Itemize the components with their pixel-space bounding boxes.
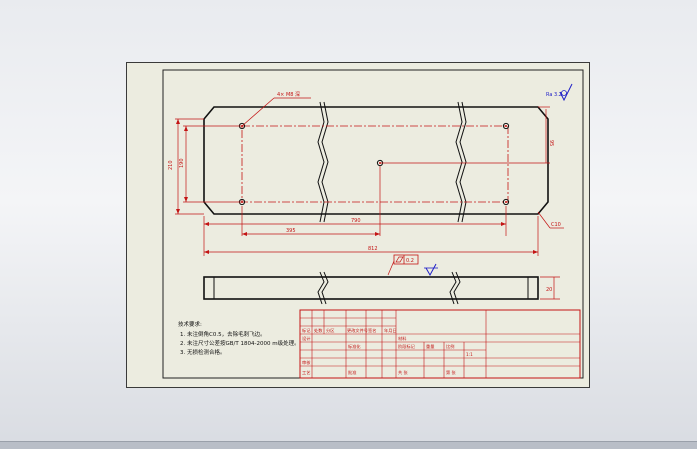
dim-inner-height: 95 bbox=[548, 140, 554, 146]
side-break-right bbox=[449, 271, 457, 305]
dimension-texts: 4× M8 深 210 190 95 395 790 812 C10 bbox=[168, 91, 561, 252]
dimension-lines bbox=[175, 97, 564, 276]
technical-requirements: 技术要求: 1. 未注倒角C0.5，去除毛刺飞边。 2. 未注尺寸公差按GB/T… bbox=[178, 320, 300, 356]
tb-weight: 重量 bbox=[426, 343, 434, 350]
hole-note: 4× M8 深 bbox=[277, 91, 300, 98]
thickness-dimension bbox=[540, 276, 560, 300]
tb-zone: 分区 bbox=[326, 327, 334, 334]
hole bbox=[502, 198, 510, 206]
tech-req-item: 2. 未注尺寸公差按GB/T 1804-2000 m级处理。 bbox=[180, 339, 300, 347]
dim-hole-height: 190 bbox=[179, 158, 185, 168]
tb-scale: 比例 bbox=[446, 343, 454, 350]
side-break-right-2 bbox=[453, 271, 461, 305]
tb-sheet-total: 共 张 bbox=[398, 369, 409, 376]
side-break-left-2 bbox=[321, 271, 329, 305]
tech-req-title: 技术要求: bbox=[178, 320, 202, 328]
flatness-tolerance-frame: 0.2 bbox=[393, 254, 419, 265]
svg-text:Ra 3.2: Ra 3.2 bbox=[546, 92, 562, 98]
tb-sheet-no: 第 张 bbox=[446, 369, 457, 376]
tb-stage-mark: 阶段标记 bbox=[398, 343, 416, 350]
hole bbox=[502, 122, 510, 130]
tb-sign: 签名 bbox=[368, 327, 376, 334]
side-view-outline bbox=[203, 276, 539, 300]
plate-outline bbox=[203, 106, 549, 215]
dim-hole-span: 790 bbox=[351, 218, 361, 224]
dim-chamfer: C10 bbox=[551, 222, 561, 228]
tb-date: 年月日 bbox=[384, 327, 397, 334]
tb-approve: 批准 bbox=[348, 369, 356, 376]
tb-check: 审核 bbox=[302, 359, 311, 366]
svg-text:0.2: 0.2 bbox=[406, 258, 414, 264]
status-bar bbox=[0, 441, 697, 449]
tb-mark: 标记 bbox=[302, 327, 311, 334]
dim-height: 210 bbox=[168, 160, 174, 170]
tb-standardize: 标准化 bbox=[348, 343, 361, 350]
tb-count: 处数 bbox=[314, 327, 323, 334]
dim-thickness: 20 bbox=[546, 287, 552, 293]
sheet-paper bbox=[126, 62, 590, 388]
tech-req-item: 1. 未注倒角C0.5，去除毛刺飞边。 bbox=[180, 330, 266, 338]
title-block: 标记 处数 分区 更改文件号 签名 年月日 设计 标准化 审核 工艺 批准 材料… bbox=[299, 309, 581, 379]
dim-half-span: 395 bbox=[286, 228, 296, 234]
drawing-svg: 4× M8 深 210 190 95 395 790 812 C10 Ra 3.… bbox=[126, 62, 590, 388]
tb-process: 工艺 bbox=[302, 370, 310, 375]
hole-centerline-rect bbox=[241, 125, 509, 203]
tech-req-item: 3. 无损检测合格。 bbox=[180, 348, 226, 356]
tb-scale-value: 1:1 bbox=[466, 352, 473, 357]
tb-change-doc: 更改文件号 bbox=[347, 327, 368, 334]
dim-length-total: 812 bbox=[368, 246, 378, 252]
tb-design: 设计 bbox=[302, 335, 310, 342]
dimension-arrows bbox=[176, 119, 538, 254]
tb-material: 材料 bbox=[398, 335, 407, 342]
side-break-left bbox=[317, 271, 325, 305]
surface-finish-symbol: Ra 3.2 bbox=[546, 83, 573, 102]
drawing-sheet[interactable]: 4× M8 深 210 190 95 395 790 812 C10 Ra 3.… bbox=[126, 62, 590, 388]
